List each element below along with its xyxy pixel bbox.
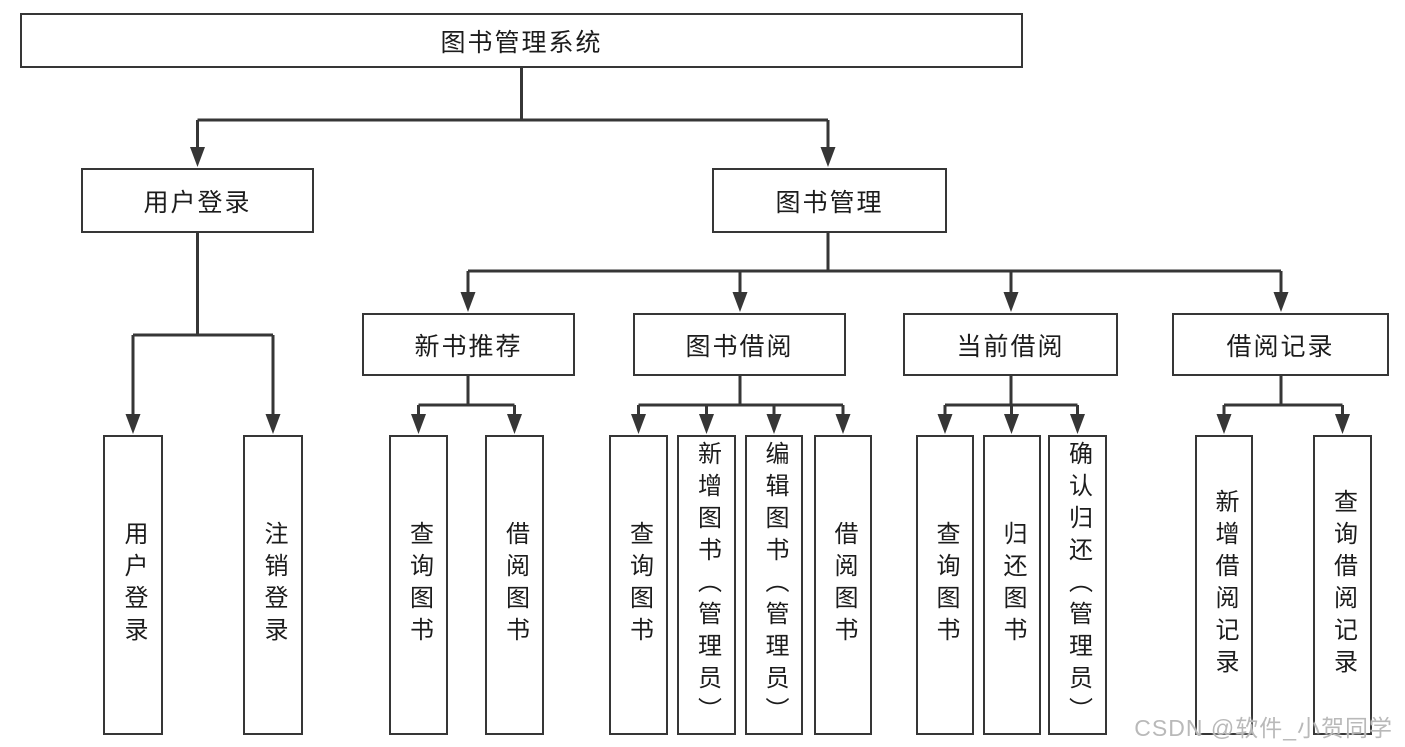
node-book-borrowing: 图书借阅 bbox=[633, 313, 846, 376]
leaf-return-books: 归还图书 bbox=[983, 435, 1041, 735]
leaf-query-books-recommend: 查询图书 bbox=[389, 435, 448, 735]
leaf-borrow-books-recommend: 借阅图书 bbox=[485, 435, 544, 735]
leaf-edit-book-admin: 编辑图书（管理员） bbox=[745, 435, 803, 735]
leaf-query-borrow-record: 查询借阅记录 bbox=[1313, 435, 1372, 735]
leaf-add-book-admin: 新增图书（管理员） bbox=[677, 435, 736, 735]
csdn-watermark: CSDN @软件_小贺同学 bbox=[1134, 715, 1393, 741]
node-user-login: 用户登录 bbox=[81, 168, 314, 233]
leaf-query-books-borrow: 查询图书 bbox=[609, 435, 668, 735]
leaf-query-books-current: 查询图书 bbox=[916, 435, 974, 735]
leaf-confirm-return-admin: 确认归还（管理员） bbox=[1048, 435, 1107, 735]
node-new-book-recommend: 新书推荐 bbox=[362, 313, 575, 376]
node-current-borrowing: 当前借阅 bbox=[903, 313, 1118, 376]
leaf-user-login: 用户登录 bbox=[103, 435, 163, 735]
node-library-system: 图书管理系统 bbox=[20, 13, 1023, 68]
leaf-borrow-books: 借阅图书 bbox=[814, 435, 872, 735]
leaf-logout: 注销登录 bbox=[243, 435, 303, 735]
node-book-management: 图书管理 bbox=[712, 168, 947, 233]
node-borrowing-records: 借阅记录 bbox=[1172, 313, 1389, 376]
leaf-add-borrow-record: 新增借阅记录 bbox=[1195, 435, 1253, 735]
